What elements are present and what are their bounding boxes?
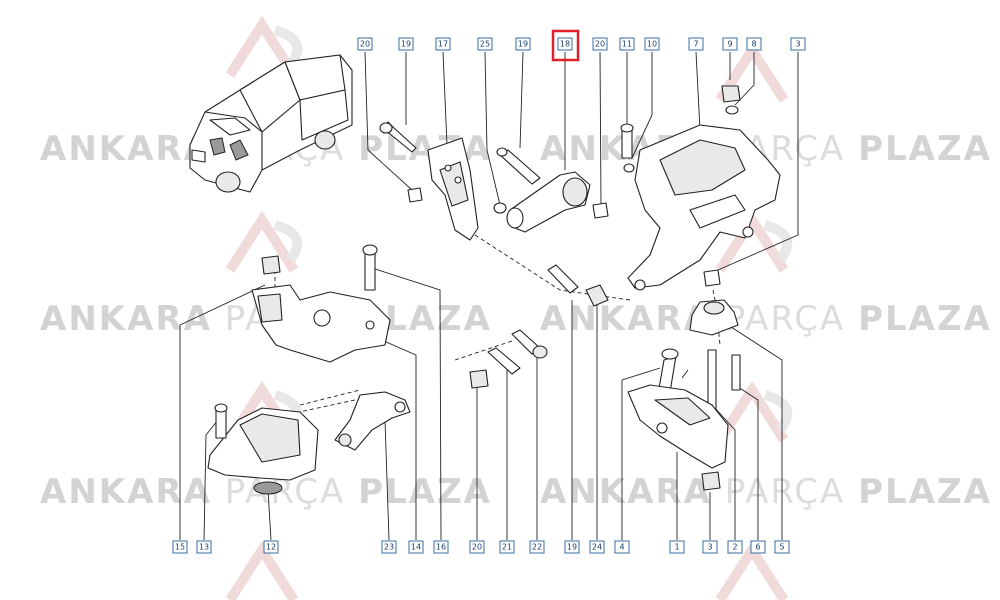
mid-center-parts <box>469 329 548 389</box>
svg-text:25: 25 <box>480 40 490 49</box>
callout-label[interactable]: 9 <box>722 37 738 51</box>
watermark-brand-2: PARÇA <box>725 299 846 339</box>
svg-text:19: 19 <box>567 543 577 552</box>
svg-text:20: 20 <box>360 40 370 49</box>
callout-label[interactable]: 19 <box>515 37 531 51</box>
svg-text:12: 12 <box>266 543 276 552</box>
leader-lines <box>179 51 799 541</box>
svg-text:4: 4 <box>619 543 624 552</box>
callout-label[interactable]: 2 <box>727 540 743 554</box>
svg-text:3: 3 <box>795 40 800 49</box>
watermark-brand-1: ANKARA <box>540 299 712 339</box>
top-callouts: 20 19 17 25 19 18 20 11 10 7 9 8 3 <box>357 29 806 62</box>
watermark-brand-3: PLAZA <box>858 299 992 339</box>
callout-label[interactable]: 21 <box>499 540 515 554</box>
callout-label[interactable]: 7 <box>688 37 704 51</box>
callout-label[interactable]: 20 <box>469 540 485 554</box>
callout-label-highlighted[interactable]: 18 <box>557 37 573 51</box>
watermark-brand-1: ANKARA <box>40 299 212 339</box>
callout-label[interactable]: 4 <box>614 540 630 554</box>
callout-label[interactable]: 19 <box>564 540 580 554</box>
svg-text:ANKARA PARÇA PLAZA: ANKARA PARÇA PLAZA <box>540 299 992 339</box>
bottom-right-parts <box>627 348 741 491</box>
callout-label[interactable]: 16 <box>433 540 449 554</box>
svg-text:19: 19 <box>401 40 411 49</box>
mid-left-parts <box>207 244 411 495</box>
svg-text:14: 14 <box>411 543 421 552</box>
callout-label[interactable]: 12 <box>263 540 279 554</box>
callout-label[interactable]: 22 <box>529 540 545 554</box>
callout-label[interactable]: 11 <box>619 37 635 51</box>
callout-label[interactable]: 1 <box>669 540 685 554</box>
svg-text:3: 3 <box>707 543 712 552</box>
svg-text:9: 9 <box>727 40 732 49</box>
svg-text:23: 23 <box>384 543 394 552</box>
callout-label[interactable]: 19 <box>398 37 414 51</box>
svg-text:18: 18 <box>560 40 570 49</box>
watermark-brand-3: PLAZA <box>358 129 492 169</box>
svg-text:7: 7 <box>693 40 698 49</box>
watermark-brand-3: PLAZA <box>858 129 992 169</box>
watermark-brand-1: ANKARA <box>540 472 712 512</box>
callout-label[interactable]: 25 <box>477 37 493 51</box>
svg-text:15: 15 <box>175 543 185 552</box>
callout-label[interactable]: 17 <box>435 37 451 51</box>
callout-label[interactable]: 5 <box>774 540 790 554</box>
bottom-callouts: 15 13 12 23 14 16 20 21 22 19 24 4 1 3 2… <box>172 540 790 554</box>
svg-text:6: 6 <box>755 543 760 552</box>
svg-text:13: 13 <box>199 543 209 552</box>
callout-label[interactable]: 8 <box>746 37 762 51</box>
top-center-parts <box>379 121 609 307</box>
svg-text:17: 17 <box>438 40 448 49</box>
svg-text:1: 1 <box>674 543 679 552</box>
callout-label[interactable]: 20 <box>357 37 373 51</box>
watermark-brand-1: ANKARA <box>40 129 212 169</box>
watermark-brand-3: PLAZA <box>358 472 492 512</box>
callout-label[interactable]: 14 <box>408 540 424 554</box>
svg-text:10: 10 <box>647 40 657 49</box>
callout-label[interactable]: 24 <box>589 540 605 554</box>
svg-text:ANKARA PARÇA PLAZA: ANKARA PARÇA PLAZA <box>40 472 492 512</box>
watermark-brand-3: PLAZA <box>858 472 992 512</box>
callout-label[interactable]: 3 <box>702 540 718 554</box>
watermark-brand-2: PARÇA <box>725 472 846 512</box>
watermark-layer: ANKARA PARÇA PLAZA ANKARA PARÇA PLAZA AN… <box>40 15 992 600</box>
watermark-brand-1: ANKARA <box>40 472 212 512</box>
svg-text:2: 2 <box>732 543 737 552</box>
svg-text:8: 8 <box>751 40 756 49</box>
svg-text:24: 24 <box>592 543 602 552</box>
svg-text:20: 20 <box>595 40 605 49</box>
callout-label[interactable]: 6 <box>750 540 766 554</box>
top-right-parts <box>620 85 781 336</box>
callout-label[interactable]: 23 <box>381 540 397 554</box>
svg-text:11: 11 <box>622 40 632 49</box>
callout-label[interactable]: 20 <box>592 37 608 51</box>
callout-label[interactable]: 15 <box>172 540 188 554</box>
svg-text:ANKARA PARÇA PLAZA: ANKARA PARÇA PLAZA <box>540 472 992 512</box>
highlight-frame <box>551 29 580 62</box>
callout-label[interactable]: 10 <box>644 37 660 51</box>
callout-label[interactable]: 13 <box>196 540 212 554</box>
watermark-text-row: ANKARA PARÇA PLAZA ANKARA PARÇA PLAZA AN… <box>40 129 992 512</box>
svg-text:20: 20 <box>472 543 482 552</box>
callout-label[interactable]: 3 <box>790 37 806 51</box>
svg-text:16: 16 <box>436 543 446 552</box>
svg-text:21: 21 <box>502 543 512 552</box>
van-illustration <box>189 54 353 193</box>
svg-text:5: 5 <box>779 543 784 552</box>
svg-text:19: 19 <box>518 40 528 49</box>
svg-text:22: 22 <box>532 543 542 552</box>
